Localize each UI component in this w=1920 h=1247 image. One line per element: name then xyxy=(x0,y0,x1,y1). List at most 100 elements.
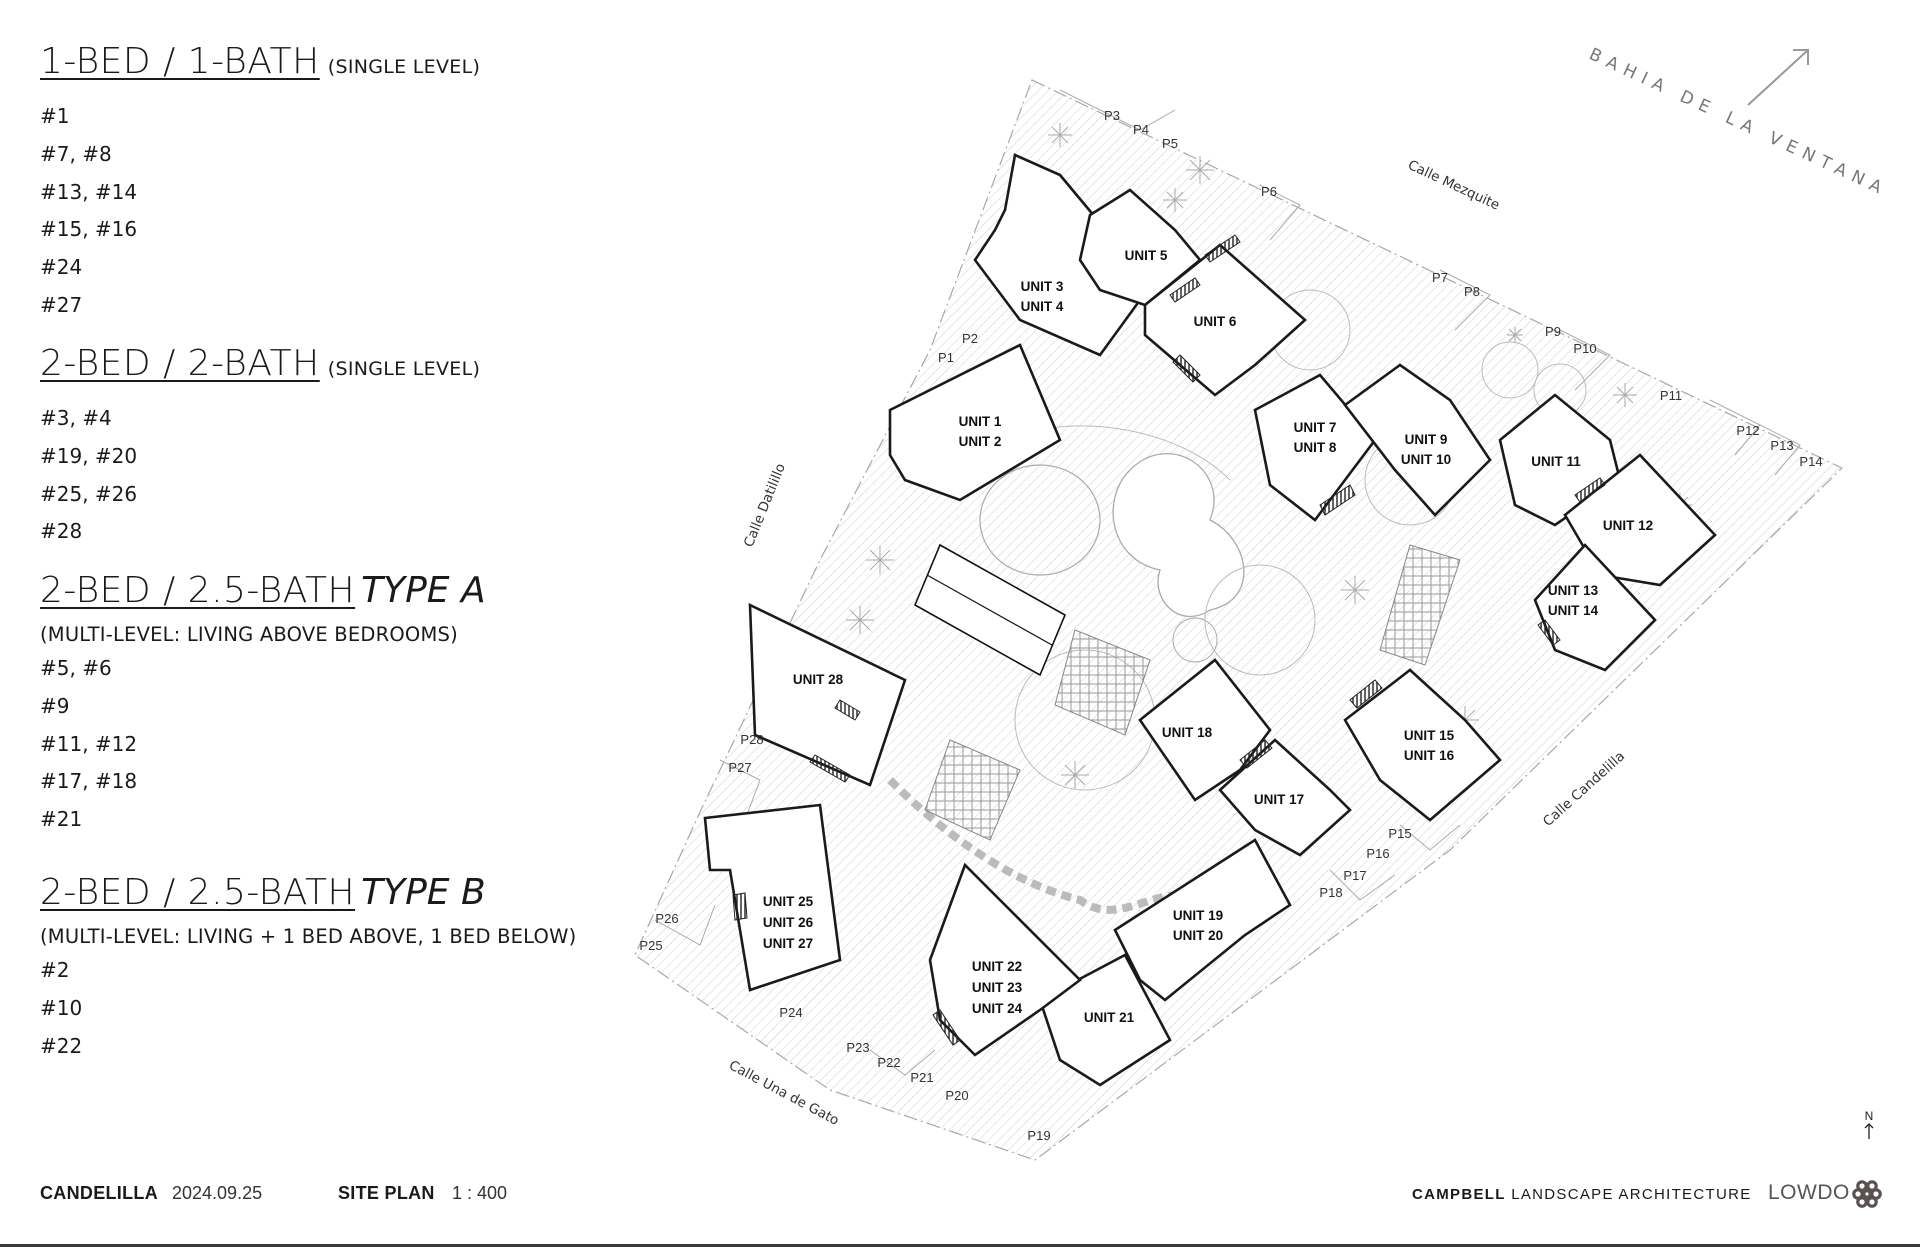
parking-label: P6 xyxy=(1261,184,1277,199)
parking-stalls xyxy=(654,89,1801,1076)
unit-label-5: UNIT 5 xyxy=(1125,248,1168,263)
parking-label: P16 xyxy=(1366,846,1389,861)
unit-type-note: (MULTI-LEVEL: LIVING + 1 BED ABOVE, 1 BE… xyxy=(40,925,577,948)
unit-list-item: #9 xyxy=(40,693,70,718)
unit-list: #1 #7, #8 #13, #14 #15, #16 #24 #27 xyxy=(40,98,480,325)
parking-label: P5 xyxy=(1162,136,1178,151)
unit-label-17: UNIT 17 xyxy=(1254,792,1304,807)
unit-list-item: #13, #14 xyxy=(40,179,138,204)
unit-label-18: UNIT 18 xyxy=(1162,725,1213,740)
unit-list-item: #19, #20 xyxy=(40,443,138,468)
buildings xyxy=(703,153,1717,1087)
unit-type-title: 2-BED / 2.5-BATH xyxy=(40,872,356,913)
unit-type-title: 2-BED / 2.5-BATH xyxy=(40,570,356,611)
parking-label: P15 xyxy=(1388,826,1411,841)
drawing-scale: 1 : 400 xyxy=(452,1183,508,1203)
legend-heading: 2-BED / 2-BATH(SINGLE LEVEL) xyxy=(40,346,480,382)
unit-list: #5, #6 #9 #11, #12 #17, #18 #21 xyxy=(40,650,486,839)
unit-label-12: UNIT 12 xyxy=(1603,518,1653,533)
site-boundary xyxy=(634,79,1844,1161)
unit-label-6: UNIT 6 xyxy=(1194,314,1237,329)
parking-label: P13 xyxy=(1770,438,1793,453)
lowdo-logo-icon xyxy=(1852,1179,1882,1214)
unit-type-variant: TYPE A xyxy=(361,570,486,611)
parking-label: P26 xyxy=(655,911,678,926)
unit-list-item: #28 xyxy=(40,519,83,544)
parking-label: P14 xyxy=(1799,454,1822,469)
unit-list-item: #11, #12 xyxy=(40,731,138,756)
north-label: N xyxy=(1864,1109,1874,1123)
unit-label-28: UNIT 28 xyxy=(793,672,844,687)
north-arrow-icon xyxy=(1864,1123,1874,1139)
parking-label: P12 xyxy=(1736,423,1759,438)
firm-name: CAMPBELL LANDSCAPE ARCHITECTURE xyxy=(1412,1186,1752,1203)
parking-label: P28 xyxy=(740,732,763,747)
unit-list-item: #24 xyxy=(40,255,83,280)
unit-list-item: #17, #18 xyxy=(40,769,138,794)
unit-label-11: UNIT 11 xyxy=(1531,454,1581,469)
parking-label: P19 xyxy=(1027,1128,1050,1143)
bottom-border xyxy=(0,1244,1920,1247)
parking-label: P10 xyxy=(1573,341,1596,356)
unit-list: #2 #10 #22 xyxy=(40,952,576,1065)
unit-list-item: #3, #4 xyxy=(40,406,112,430)
lowdo-logo-text: LOWDO xyxy=(1768,1181,1850,1204)
unit-list-item: #2 xyxy=(40,958,70,982)
unit-list-item: #27 xyxy=(40,292,83,317)
parking-label: P8 xyxy=(1464,284,1480,299)
parking-label: P11 xyxy=(1660,388,1682,403)
title-block: CANDELILLA 2024.09.25 SITE PLAN 1 : 400 … xyxy=(40,1180,1920,1209)
parking-label: P23 xyxy=(846,1040,869,1055)
firm-name-rest: LANDSCAPE ARCHITECTURE xyxy=(1511,1186,1752,1203)
unit-list-item: #7, #8 xyxy=(40,141,112,166)
street-label-datilillo: Calle Datilillo xyxy=(741,461,789,549)
parking-label: P20 xyxy=(945,1088,968,1103)
unit-type-note: (MULTI-LEVEL: LIVING ABOVE BEDROOMS) xyxy=(40,623,458,646)
unit-list-item: #22 xyxy=(40,1033,83,1058)
unit-type-subtitle: (SINGLE LEVEL) xyxy=(327,358,481,380)
legend-group-1bed: 1-BED / 1-BATH (SINGLE LEVEL) #1 #7, #8 #… xyxy=(40,44,480,325)
unit-list-item: #25, #26 xyxy=(40,481,138,506)
parking-label: P1 xyxy=(938,350,954,365)
legend-group-2bed: 2-BED / 2-BATH(SINGLE LEVEL) #3, #4 #19,… xyxy=(40,346,480,551)
street-label-mezquite: Calle Mezquite xyxy=(1405,157,1502,213)
legend-heading: 1-BED / 1-BATH (SINGLE LEVEL) xyxy=(40,44,480,80)
bay-label: BAHIA DE LA VENTANA xyxy=(1586,44,1891,200)
unit-type-variant: TYPE B xyxy=(361,872,486,913)
parking-label: P17 xyxy=(1343,868,1366,883)
firm-name-bold: CAMPBELL xyxy=(1412,1186,1506,1203)
parking-label: P25 xyxy=(639,938,662,953)
unit-list-item: #10 xyxy=(40,995,83,1020)
sheet-title: SITE PLAN xyxy=(338,1183,435,1203)
unit-type-subtitle: (SINGLE LEVEL) xyxy=(327,56,481,78)
street-label-candelilla: Calle Candelilla xyxy=(1540,748,1628,830)
parking-label: P22 xyxy=(877,1055,900,1070)
parking-labels: P1 P2 P3 P4 P5 P6 P7 P8 P9 P10 P11 P12 P… xyxy=(639,108,1822,1143)
unit-list-item: #21 xyxy=(40,807,83,832)
unit-type-title: 1-BED / 1-BATH xyxy=(40,41,320,82)
parking-label: P9 xyxy=(1545,324,1561,339)
unit-list-item: #15, #16 xyxy=(40,217,138,242)
parking-label: P7 xyxy=(1432,270,1448,285)
parking-label: P2 xyxy=(962,331,978,346)
stair-symbols xyxy=(732,234,1606,1046)
parking-label: P24 xyxy=(779,1005,802,1020)
parking-label: P4 xyxy=(1133,122,1149,137)
parking-label: P3 xyxy=(1104,108,1120,123)
north-arrow: N xyxy=(1860,1110,1878,1142)
unit-list: #3, #4 #19, #20 #25, #26 #28 xyxy=(40,400,480,551)
parking-label: P18 xyxy=(1319,885,1342,900)
